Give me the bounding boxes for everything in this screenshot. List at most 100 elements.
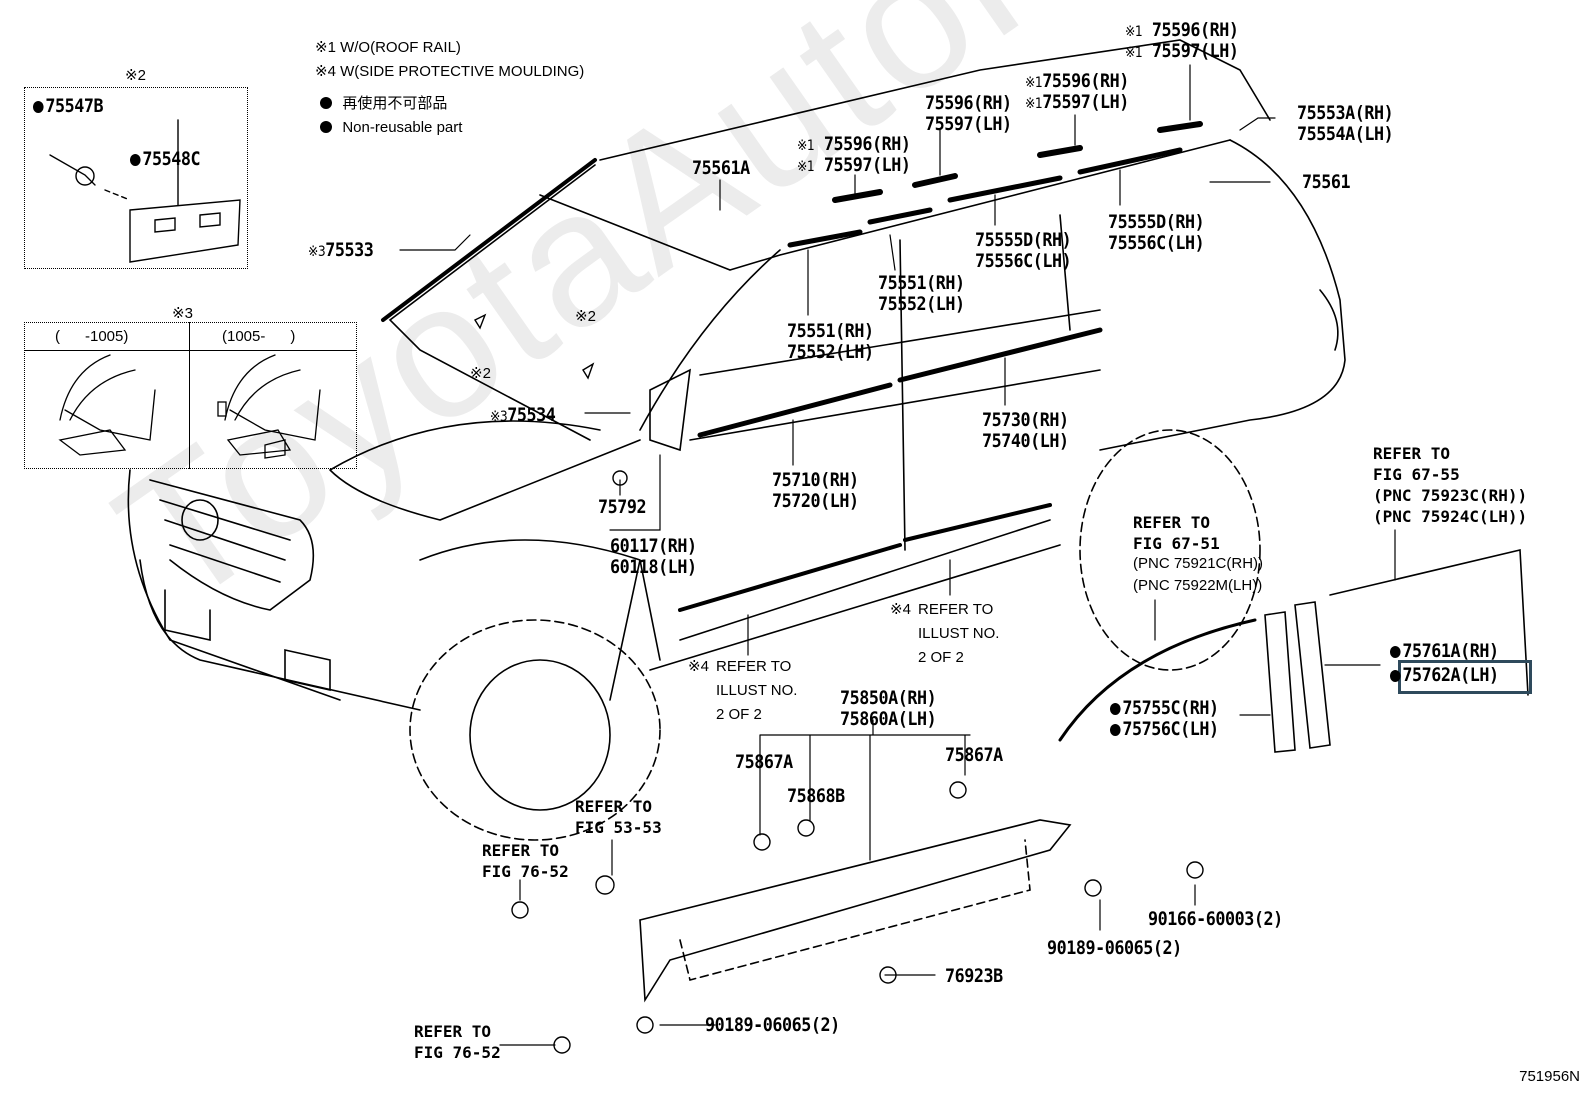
part-75554A-lh[interactable]: 75554A(LH)	[1297, 123, 1394, 145]
pillar-applique-2	[1294, 601, 1331, 749]
fog-lamp	[284, 649, 331, 691]
inset-variant-header-divider	[24, 350, 357, 351]
refer-illust-2of2-right[interactable]: REFER TO ILLUST NO. 2 OF 2	[918, 601, 1000, 666]
clip-ref-marker-b: ※2	[470, 365, 491, 382]
inset-variant-marker: ※3	[172, 305, 193, 322]
rocker-dash	[679, 839, 1031, 981]
part-75547B[interactable]: 75547B	[33, 97, 104, 116]
rear-door-frame	[1329, 549, 1529, 696]
side-body-upper	[689, 309, 1101, 441]
refer-illust-2of2-left[interactable]: REFER TO ILLUST NO. 2 OF 2	[716, 658, 798, 723]
part-75740-lh[interactable]: 75740(LH)	[982, 430, 1069, 452]
hood	[329, 420, 641, 521]
part-75868B[interactable]: 75868B	[787, 785, 845, 807]
part-75792[interactable]: 75792	[598, 496, 647, 518]
part-75552-lh-lower[interactable]: 75552(LH)	[787, 341, 874, 363]
part-75596-rh-mid[interactable]: 75596(RH)	[925, 92, 1012, 114]
nonreusable-bullet-icon	[320, 121, 332, 133]
part-75551-rh-lower[interactable]: 75551(RH)	[787, 320, 874, 342]
part-75860A-lh[interactable]: 75860A(LH)	[840, 708, 937, 730]
legend-nonreusable-jp: 再使用不可部品	[320, 92, 447, 116]
grille	[159, 499, 291, 583]
part-90166-60003[interactable]: 90166-60003(2)	[1148, 908, 1283, 930]
part-90189-06065-bottom[interactable]: 90189-06065(2)	[705, 1014, 840, 1036]
clip-drawing	[49, 119, 241, 263]
refer-fig-76-52-upper[interactable]: REFER TO FIG 76-52	[482, 841, 569, 881]
roof-line	[599, 39, 1271, 161]
legend-nonreusable-en: Non-reusable part	[320, 116, 462, 140]
part-75552-lh-upper[interactable]: 75552(LH)	[878, 293, 965, 315]
part-76923B[interactable]: 76923B	[945, 965, 1003, 987]
front-fascia	[127, 469, 341, 701]
part-75730-rh[interactable]: 75730(RH)	[982, 409, 1069, 431]
refer-fig-67-51-pnc: (PNC 75921C(RH)) (PNC 75922M(LH))	[1133, 555, 1264, 594]
part-75755C-rh[interactable]: 75755C(RH)	[1110, 698, 1219, 719]
part-60117-rh[interactable]: 60117(RH)	[610, 535, 697, 557]
part-75597-lh-left[interactable]: ※1 75597(LH)	[797, 154, 911, 176]
nonreusable-bullet-icon	[320, 97, 332, 109]
part-75548C[interactable]: 75548C	[130, 150, 201, 169]
part-75596-rh-left[interactable]: ※1 75596(RH)	[797, 133, 911, 155]
clip-ref-marker-a: ※2	[575, 308, 596, 325]
refer-fig-76-52-lower[interactable]: REFER TO FIG 76-52	[414, 1022, 501, 1062]
part-90189-06065-right[interactable]: 90189-06065(2)	[1047, 937, 1182, 959]
variant-header-after-1005: (1005- )	[222, 328, 296, 345]
fasteners	[473, 313, 1204, 1054]
rear-wheel-arch	[1079, 429, 1261, 671]
part-60118-lh[interactable]: 60118(LH)	[610, 556, 697, 578]
roof-moulding-front	[381, 158, 597, 322]
inset-variant-column-divider	[189, 322, 190, 469]
front-wheel	[409, 619, 661, 841]
roof-edge	[539, 139, 1231, 271]
legend-jp-text: 再使用不可部品	[342, 95, 448, 112]
part-75553A-rh[interactable]: 75553A(RH)	[1297, 102, 1394, 124]
part-75561A[interactable]: 75561A	[692, 157, 750, 179]
nonreusable-bullet-icon	[1390, 670, 1401, 682]
refer-fig-53-53[interactable]: REFER TO FIG 53-53	[575, 797, 662, 837]
part-75596-rh-top[interactable]: ※1 75596(RH)	[1125, 19, 1239, 41]
part-75867A-right[interactable]: 75867A	[945, 744, 1003, 766]
part-75555D-rh-front[interactable]: 75555D(RH)	[975, 229, 1072, 251]
part-75597-lh-top[interactable]: ※1 75597(LH)	[1125, 40, 1239, 62]
legend-en-text: Non-reusable part	[342, 119, 463, 136]
part-75867A-left[interactable]: 75867A	[735, 751, 793, 773]
rear-lamp	[1319, 289, 1339, 351]
part-75534[interactable]: ※375534	[490, 404, 556, 426]
part-75720-lh[interactable]: 75720(LH)	[772, 490, 859, 512]
door-moulding-rear	[903, 503, 1052, 542]
part-75710-rh[interactable]: 75710(RH)	[772, 469, 859, 491]
door-line	[899, 214, 1071, 551]
leader-lines	[399, 64, 1396, 1046]
part-75596-rh-upper[interactable]: ※175596(RH)	[1025, 70, 1129, 92]
belt-moulding-rear	[897, 327, 1103, 383]
part-75597-lh-upper[interactable]: ※175597(LH)	[1025, 91, 1129, 113]
a-pillar	[639, 249, 781, 431]
refer-illust-left-marker: ※4	[688, 658, 709, 675]
front-bumper	[139, 559, 421, 711]
part-75555D-rh-rear[interactable]: 75555D(RH)	[1108, 211, 1205, 233]
part-75556C-lh-front[interactable]: 75556C(LH)	[975, 250, 1072, 272]
refer-fig-67-51[interactable]: REFER TO FIG 67-51	[1133, 513, 1220, 553]
part-75850A-rh[interactable]: 75850A(RH)	[840, 687, 937, 709]
refer-illust-right-marker: ※4	[890, 601, 911, 618]
part-75551-rh-upper[interactable]: 75551(RH)	[878, 272, 965, 294]
part-75533[interactable]: ※375533	[308, 239, 374, 261]
nonreusable-bullet-icon	[33, 101, 44, 113]
refer-fig-67-55[interactable]: REFER TO FIG 67-55 (PNC 75923C(RH)) (PNC…	[1373, 444, 1528, 526]
quarter-moulding	[1058, 618, 1257, 742]
part-75756C-lh[interactable]: 75756C(LH)	[1110, 719, 1219, 740]
part-75556C-lh-rear[interactable]: 75556C(LH)	[1108, 232, 1205, 254]
nonreusable-bullet-icon	[130, 154, 141, 166]
part-75762A-lh[interactable]: 75762A(LH)	[1390, 665, 1499, 686]
part-75597-lh-mid[interactable]: 75597(LH)	[925, 113, 1012, 135]
inset-clip-marker: ※2	[125, 67, 146, 84]
part-75561[interactable]: 75561	[1302, 171, 1351, 193]
part-75761A-rh[interactable]: 75761A(RH)	[1390, 641, 1499, 662]
belt-moulding-front	[697, 382, 893, 438]
front-wheel-inner	[469, 659, 611, 811]
lower-body	[649, 519, 1061, 671]
emblem	[181, 499, 219, 541]
rocker-panel	[639, 819, 1072, 1003]
